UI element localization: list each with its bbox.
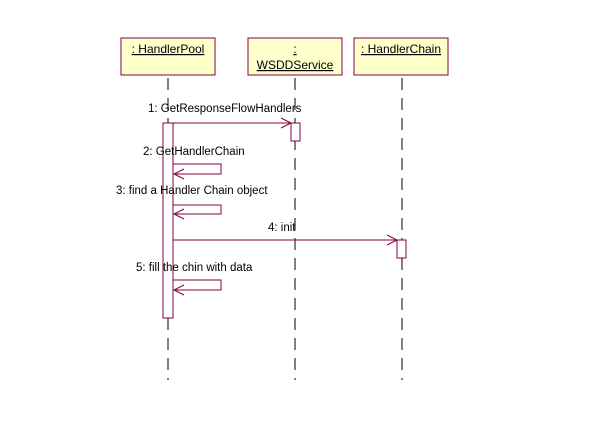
message-3-label: 3: find a Handler Chain object: [116, 185, 268, 197]
message-2[interactable]: 2: GetHandlerChain: [143, 146, 245, 180]
object-wsddservice-label1: :: [293, 42, 296, 56]
activation-wsddservice: [290, 122, 301, 142]
message-5[interactable]: 5: fill the chin with data: [136, 262, 253, 296]
activation-handlerchain: [396, 239, 407, 259]
message-2-label: 2: GetHandlerChain: [143, 146, 245, 158]
message-1-label: 1: GetResponseFlowHandlers: [148, 103, 302, 115]
object-handlerchain-label: : HandlerChain: [361, 42, 441, 56]
object-handlerpool-label: : HandlerPool: [132, 42, 205, 56]
object-handlerchain[interactable]: : HandlerChain: [353, 37, 449, 76]
message-5-label: 5: fill the chin with data: [136, 262, 253, 274]
object-wsddservice-label2: WSDDService: [257, 58, 334, 72]
object-handlerpool[interactable]: : HandlerPool: [120, 37, 216, 76]
object-wsddservice[interactable]: : WSDDService: [247, 37, 343, 76]
message-4-label: 4: init: [268, 222, 296, 234]
message-3[interactable]: 3: find a Handler Chain object: [116, 185, 268, 220]
message-4[interactable]: 4: init: [173, 222, 399, 246]
message-1[interactable]: 1: GetResponseFlowHandlers: [148, 103, 302, 129]
activation-handlerpool: [162, 122, 174, 319]
